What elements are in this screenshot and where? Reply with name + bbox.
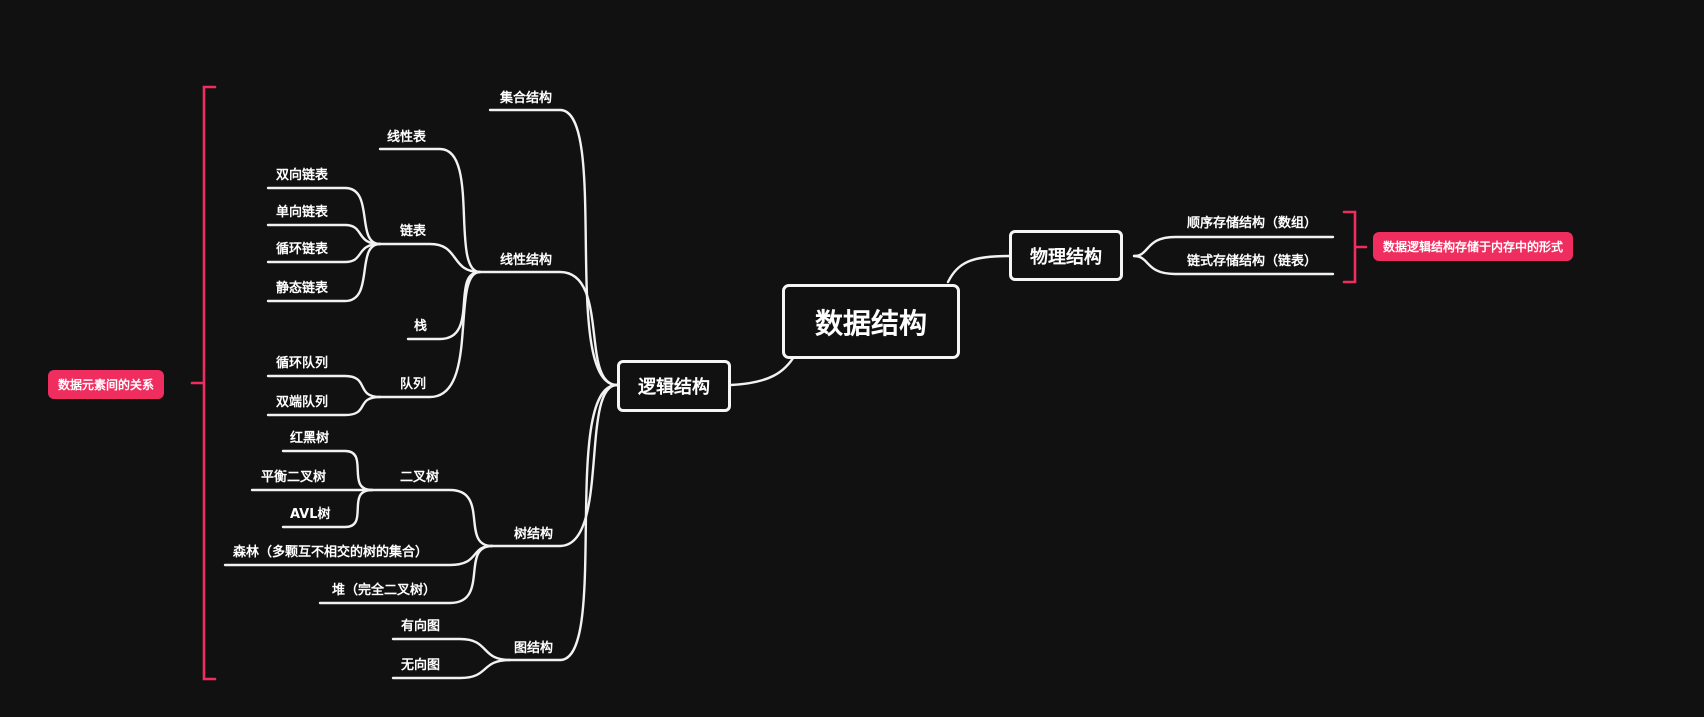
edge-graph-directed: [391, 637, 512, 662]
edge-binary-avl: [281, 488, 374, 529]
edge-linear-queue: [378, 270, 482, 399]
circular-linked-list-label[interactable]: 循环链表: [276, 242, 329, 257]
forest-label[interactable]: 森林（多颗互不相交的树的集合）: [233, 545, 429, 560]
edge-linked-circular: [266, 242, 382, 264]
linked-storage-label[interactable]: 链式存储结构（链表）: [1187, 254, 1318, 269]
set-structure-label[interactable]: 集合结构: [500, 91, 553, 106]
red-black-tree-label[interactable]: 红黑树: [290, 431, 330, 446]
deque-label[interactable]: 双端队列: [276, 395, 329, 410]
edge-tree-binary: [370, 488, 494, 548]
edge-physical-linked: [1132, 254, 1335, 276]
doubly-linked-list-label[interactable]: 双向链表: [276, 168, 329, 183]
singly-linked-list-label[interactable]: 单向链表: [276, 205, 329, 220]
edge-linked-single: [266, 223, 382, 246]
stack-label[interactable]: 栈: [414, 319, 428, 334]
edge-queue-deque: [266, 395, 382, 417]
edge-logical-tree: [490, 383, 619, 548]
edge-root-physical: [946, 254, 1011, 284]
physical-structure-node[interactable]: 物理结构: [1009, 230, 1123, 281]
summary-bracket-left: [190, 85, 217, 681]
graph-structure-label[interactable]: 图结构: [514, 641, 554, 656]
edge-root-logical: [729, 353, 797, 387]
static-linked-list-label[interactable]: 静态链表: [276, 281, 329, 296]
tree-structure-label[interactable]: 树结构: [514, 527, 554, 542]
summary-relation-pill[interactable]: 数据元素间的关系: [48, 370, 165, 399]
edge-linked-static: [266, 242, 382, 303]
undirected-graph-label[interactable]: 无向图: [401, 658, 441, 673]
edge-linked-double: [266, 186, 382, 246]
linear-list-label[interactable]: 线性表: [387, 130, 427, 145]
edge-binary-redblack: [281, 449, 374, 492]
edge-logical-set: [488, 108, 619, 387]
summary-bracket-right: [1342, 210, 1368, 284]
heap-label[interactable]: 堆（完全二叉树）: [332, 583, 437, 598]
balanced-binary-tree-label[interactable]: 平衡二叉树: [261, 470, 327, 485]
sequential-storage-label[interactable]: 顺序存储结构（数组）: [1187, 216, 1318, 231]
edge-queue-circular: [266, 374, 382, 399]
linear-structure-label[interactable]: 线性结构: [500, 253, 553, 268]
linked-list-label[interactable]: 链表: [400, 224, 427, 239]
edge-tree-heap: [318, 544, 494, 605]
root-node[interactable]: 数据结构: [782, 284, 960, 359]
directed-graph-label[interactable]: 有向图: [401, 619, 441, 634]
queue-label[interactable]: 队列: [400, 377, 427, 392]
edge-logical-graph: [508, 383, 619, 662]
summary-storage-pill[interactable]: 数据逻辑结构存储于内存中的形式: [1373, 232, 1574, 261]
edge-physical-array: [1132, 235, 1335, 258]
logical-structure-node[interactable]: 逻辑结构: [617, 360, 731, 412]
edge-linear-linked: [378, 242, 482, 274]
avl-tree-label[interactable]: AVL树: [290, 507, 331, 522]
circular-queue-label[interactable]: 循环队列: [276, 356, 329, 371]
binary-tree-label[interactable]: 二叉树: [400, 470, 440, 485]
edge-logical-linear: [478, 270, 619, 387]
edge-graph-undirected: [391, 658, 512, 680]
edge-linear-list: [378, 147, 482, 274]
